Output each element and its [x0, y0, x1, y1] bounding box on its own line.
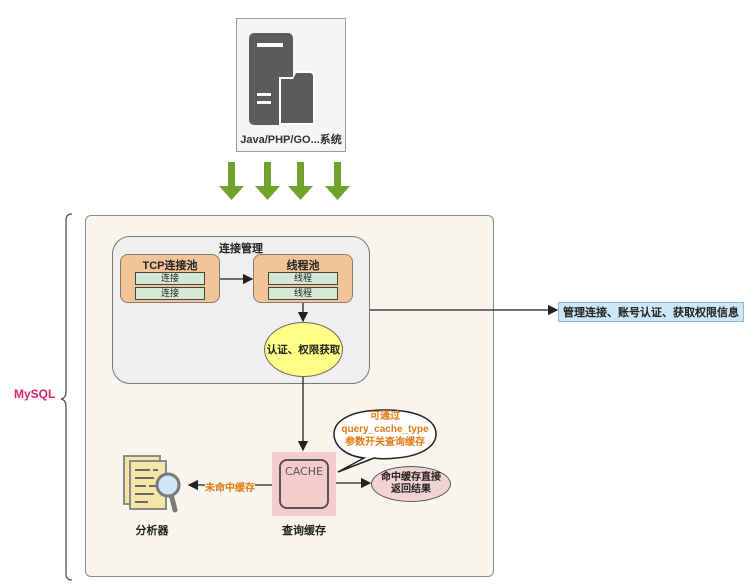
hit-result-line: 命中缓存直接 [381, 472, 441, 483]
cache-box-label: CACHE [285, 465, 323, 478]
thread-item: 线程 [268, 272, 338, 285]
server-folder-icon [249, 33, 315, 125]
auth-permission-label: 认证、权限获取 [266, 344, 341, 356]
cache-hit-result: 命中缓存直接 返回结果 [371, 466, 451, 502]
analyzer-label: 分析器 [135, 525, 169, 537]
query-cache-type-callout [333, 409, 437, 473]
callout-line: 可通过 [370, 411, 400, 422]
arrow-down-icon [288, 162, 313, 200]
thread-pool-title: 线程池 [286, 260, 320, 272]
request-arrows [219, 162, 350, 200]
document-search-icon [123, 455, 181, 513]
connection-management-title: 连接管理 [219, 243, 263, 255]
mysql-label: MySQL [14, 387, 56, 401]
arrow-down-icon [219, 162, 244, 200]
client-system-label: Java/PHP/GO...系统 [240, 134, 342, 146]
cache-box: CACHE [279, 459, 329, 509]
connection-item: 连接 [135, 287, 205, 300]
callout-text: 可通过 query_cache_type 参数开关查询缓存 [334, 410, 436, 449]
tcp-pool-title: TCP连接池 [142, 260, 198, 272]
connection-management-note: 管理连接、账号认证、获取权限信息 [558, 302, 744, 322]
callout-line: query_cache_type [341, 424, 429, 435]
callout-line: 参数开关查询缓存 [345, 437, 425, 448]
client-system-box: Java/PHP/GO...系统 [236, 18, 346, 152]
query-cache-block: CACHE [272, 452, 336, 516]
thread-pool: 线程池 线程 线程 [253, 254, 353, 303]
connection-item: 连接 [135, 272, 205, 285]
thread-item: 线程 [268, 287, 338, 300]
auth-permission-node: 认证、权限获取 [264, 322, 343, 377]
arrow-down-icon [325, 162, 350, 200]
tcp-connection-pool: TCP连接池 连接 连接 [120, 254, 220, 303]
hit-result-line: 返回结果 [391, 484, 431, 495]
arrow-down-icon [255, 162, 280, 200]
cache-miss-label: 未命中缓存 [205, 479, 255, 494]
mysql-brace [60, 213, 73, 581]
query-cache-caption: 查询缓存 [282, 525, 326, 537]
